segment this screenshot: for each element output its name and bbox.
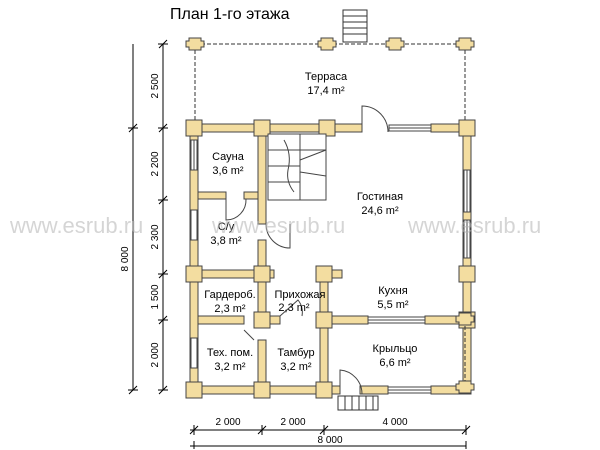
top-stairs (342, 9, 368, 43)
windows (190, 124, 471, 394)
room-sauna-area: 3,6 m² (212, 165, 244, 177)
porch-stairs (337, 395, 379, 411)
bottom-dimensions (189, 425, 471, 449)
room-hall-area: 2,3 m² (278, 302, 310, 314)
dim-left-2: 2 200 (150, 151, 161, 176)
dim-bottom-total: 8 000 (317, 435, 342, 446)
room-terrace-area: 17,4 m² (307, 85, 345, 97)
page-title: План 1-го этажа (170, 6, 290, 23)
room-vestibule-name: Тамбур (277, 347, 314, 359)
room-tech-area: 3,2 m² (214, 361, 246, 373)
dim-bottom-1: 2 000 (215, 417, 240, 428)
room-terrace-name: Терраса (305, 71, 348, 83)
dim-left-1: 2 500 (150, 73, 161, 98)
watermark-2: www.esrub.ru (211, 213, 345, 238)
room-kitchen-area: 5,5 m² (377, 299, 409, 311)
dim-left-5: 2 000 (150, 342, 161, 367)
room-labels: Терраса 17,4 m² Сауна 3,6 m² С/у 3,8 m² … (204, 71, 417, 373)
room-wardrobe-name: Гардероб. (204, 289, 255, 301)
room-wc-area: 3,8 m² (210, 235, 242, 247)
room-porch-area: 6,6 m² (379, 357, 411, 369)
room-sauna-name: Сауна (212, 151, 245, 163)
porch-posts (455, 312, 475, 394)
left-dimension-labels: 2 500 2 200 2 300 1 500 2 000 8 000 (120, 73, 161, 367)
room-wardrobe-area: 2,3 m² (214, 303, 246, 315)
room-vestibule-area: 3,2 m² (280, 361, 312, 373)
room-porch-name: Крыльцо (373, 343, 418, 355)
room-tech-name: Тех. пом. (207, 347, 253, 359)
room-hall-name: Прихожая (275, 289, 326, 301)
room-living-area: 24,6 m² (361, 205, 399, 217)
doors (225, 105, 389, 395)
dim-left-3: 2 300 (150, 224, 161, 249)
room-living-name: Гостиная (357, 191, 403, 203)
bottom-dimension-labels: 2 000 2 000 4 000 8 000 (215, 417, 407, 446)
dim-bottom-3: 4 000 (382, 417, 407, 428)
dim-bottom-2: 2 000 (280, 417, 305, 428)
watermark-1: www.esrub.ru (9, 213, 143, 238)
left-dimensions (128, 39, 168, 395)
room-wc-name: С/у (218, 221, 235, 233)
staircase (267, 133, 327, 201)
terrace-posts (185, 37, 475, 51)
room-kitchen-name: Кухня (378, 285, 407, 297)
watermark: www.esrub.ru www.esrub.ru www.esrub.ru (9, 213, 541, 238)
watermark-3: www.esrub.ru (407, 213, 541, 238)
dim-left-total: 8 000 (120, 246, 131, 271)
dim-left-4: 1 500 (150, 284, 161, 309)
